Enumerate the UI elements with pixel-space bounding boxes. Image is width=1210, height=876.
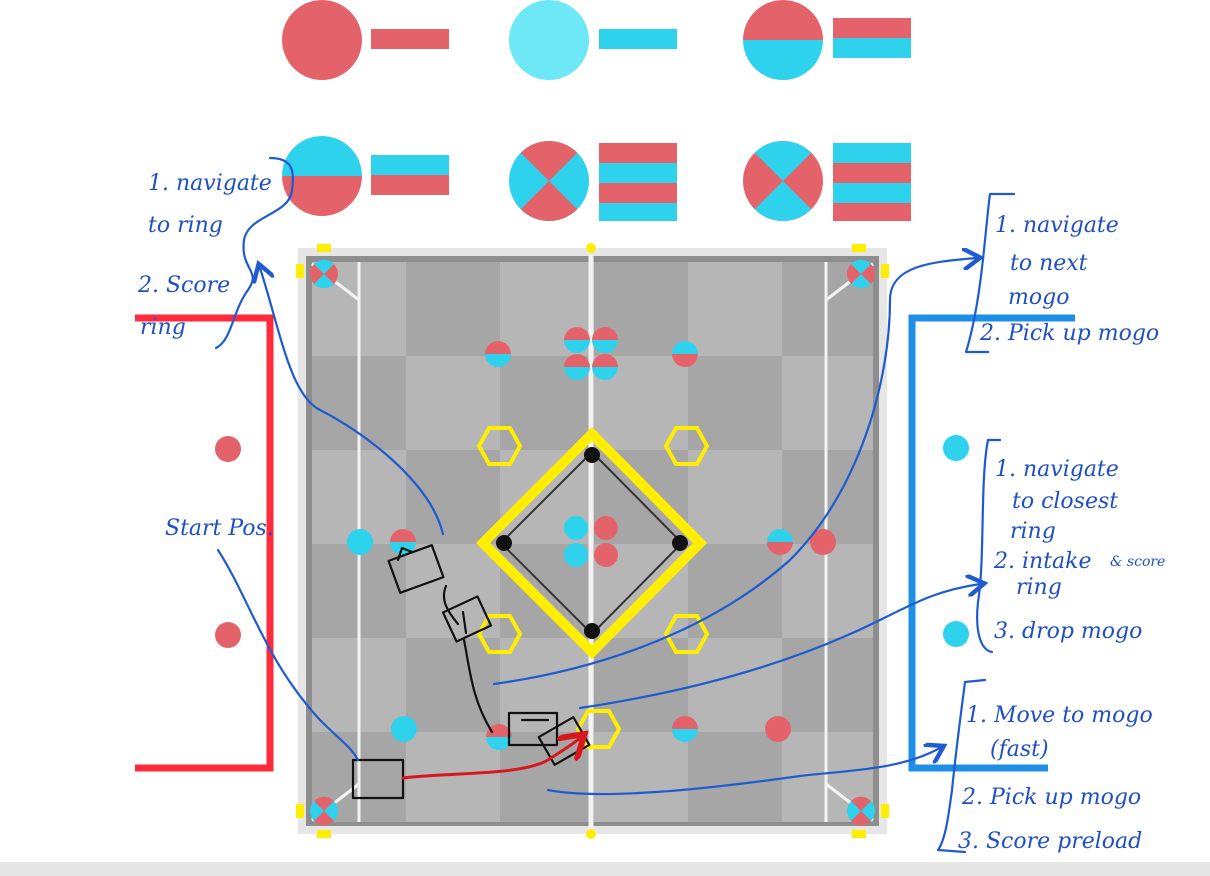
robot-box bbox=[387, 544, 445, 594]
ring-stack bbox=[485, 341, 511, 367]
note-top-right-line2: to next bbox=[1010, 251, 1088, 276]
note-mid-right-line4b: & score bbox=[1110, 554, 1165, 570]
blue-ring-single-bar-icon bbox=[509, 0, 677, 80]
note-top-right-line4: 2. Pick up mogo bbox=[979, 321, 1159, 346]
note-bottom-right-line2: (fast) bbox=[990, 737, 1049, 762]
arrow-to-mid-right-note bbox=[578, 584, 980, 710]
arrow-to-bottom-right-note bbox=[546, 748, 940, 796]
ring-stack bbox=[672, 716, 698, 742]
ring-stack bbox=[592, 327, 618, 353]
ring-stack bbox=[564, 354, 590, 380]
corner-ring-top-left bbox=[310, 259, 338, 289]
ring-stack bbox=[592, 354, 618, 380]
note-top-left-line2: to ring bbox=[148, 213, 223, 238]
note-top-right-line3: mogo bbox=[1008, 285, 1069, 310]
note-mid-right-line5: ring bbox=[1016, 575, 1062, 600]
quartered-ring-triple-bar-alt-icon bbox=[743, 140, 911, 222]
note-top-right-line1: 1. navigate bbox=[995, 213, 1119, 238]
corner-ring-top-right bbox=[847, 259, 875, 289]
note-top-left: 1. navigate to ring 2. Score ring bbox=[137, 156, 295, 350]
red-drive-path bbox=[401, 738, 580, 780]
legend-row-2 bbox=[282, 136, 911, 222]
note-top-left-line3: 2. Score bbox=[137, 273, 230, 298]
center-ladder bbox=[475, 426, 708, 660]
note-mid-right-line4: 2. intake bbox=[993, 549, 1092, 574]
note-mid-right: 1. navigate to closest ring 2. intake & … bbox=[976, 438, 1165, 654]
red-ring-single-bar-icon bbox=[282, 0, 449, 80]
mobile-goals bbox=[476, 426, 710, 749]
note-mid-right-line6: 3. drop mogo bbox=[994, 619, 1142, 644]
blue-alliance-zone bbox=[908, 314, 1075, 772]
note-mid-right-line3: ring bbox=[1010, 519, 1056, 544]
robot-path-sketch bbox=[351, 544, 591, 800]
note-bottom-right: 1. Move to mogo (fast) 2. Pick up mogo 3… bbox=[936, 678, 1153, 854]
note-mid-right-line2: to closest bbox=[1012, 489, 1118, 514]
corner-ring-bottom-right bbox=[847, 796, 875, 826]
arrow-to-top-left-note bbox=[260, 268, 445, 536]
arrow-to-top-right-note bbox=[492, 258, 976, 686]
note-mid-right-line1: 1. navigate bbox=[995, 457, 1119, 482]
legend-row-1 bbox=[282, 0, 911, 80]
quartered-ring-triple-bar-icon bbox=[509, 140, 677, 222]
red-blue-ring-double-bar-icon bbox=[743, 0, 911, 80]
ring-stack bbox=[672, 341, 698, 367]
note-start-position: Start Pos. bbox=[165, 516, 360, 762]
ring-stack bbox=[486, 724, 512, 750]
note-top-left-line4: ring bbox=[140, 315, 186, 340]
corner-ring-bottom-left bbox=[310, 796, 338, 826]
robot-box bbox=[441, 595, 493, 643]
red-alliance-zone bbox=[135, 314, 274, 772]
blue-red-ring-double-bar-icon bbox=[282, 136, 449, 216]
note-start-label: Start Pos. bbox=[165, 516, 274, 541]
note-bottom-right-line1: 1. Move to mogo bbox=[966, 703, 1153, 728]
note-bottom-right-line3: 2. Pick up mogo bbox=[961, 785, 1141, 810]
note-bottom-right-line4: 3. Score preload bbox=[958, 829, 1142, 854]
ring-stack bbox=[564, 327, 590, 353]
robot-box bbox=[507, 711, 559, 747]
note-top-right: 1. navigate to next mogo 2. Pick up mogo bbox=[964, 192, 1159, 354]
ring-stack bbox=[767, 529, 793, 555]
field bbox=[296, 243, 889, 839]
field-rings bbox=[347, 327, 836, 750]
note-top-left-line1: 1. navigate bbox=[148, 171, 272, 196]
